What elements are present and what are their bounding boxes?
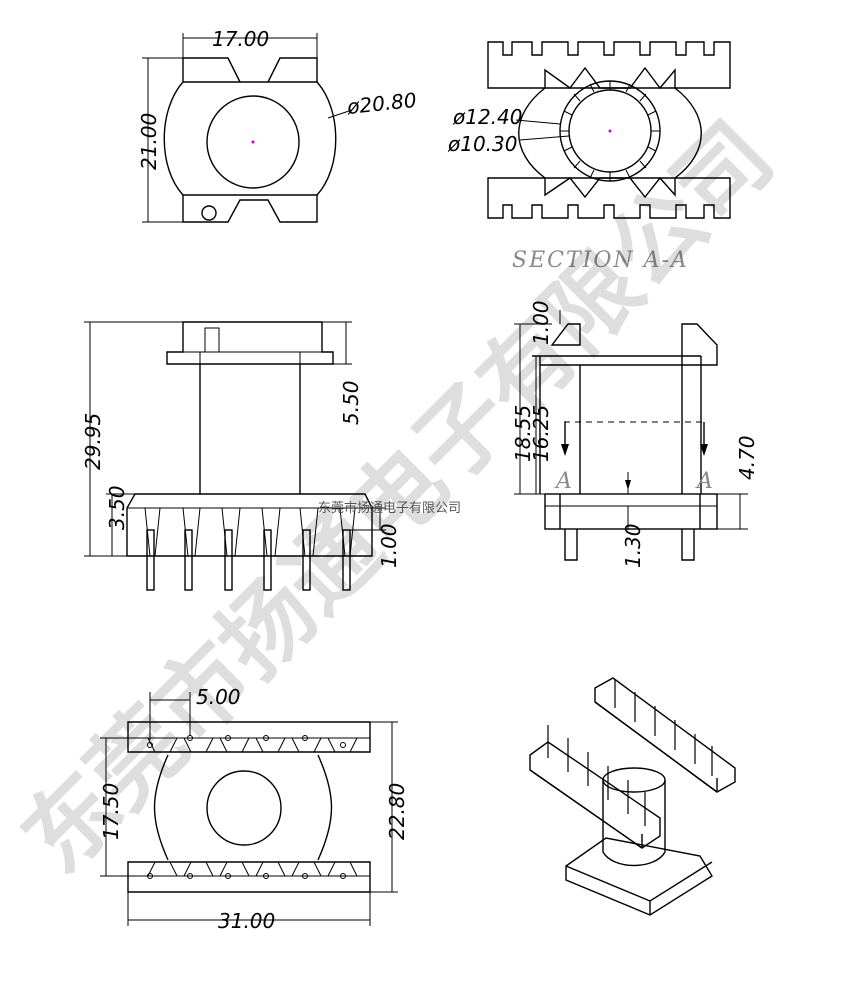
dim-front-total-height: 29.95 (81, 413, 105, 470)
watermark-small: 东莞市扬通电子有限公司 (318, 500, 461, 516)
dim-top-diameter: ø20.80 (345, 88, 418, 119)
dim-bottom-inner-height: 17.50 (99, 783, 123, 840)
bottom-view: 5.00 17.50 22.80 31.00 (99, 685, 409, 933)
dim-front-flange-height: 5.50 (339, 380, 363, 425)
dim-bottom-width: 31.00 (218, 909, 275, 933)
front-view: 29.95 5.50 3.50 1.00 (81, 321, 401, 591)
dim-section-outer-dia: ø12.40 (452, 105, 523, 129)
isometric-view (529, 677, 736, 916)
dim-side-pin-height: 4.70 (735, 435, 759, 480)
dim-top-height: 21.00 (137, 113, 161, 170)
top-view: 17.00 21.00 ø20.80 (137, 27, 418, 223)
section-marker-right: A (695, 469, 715, 494)
dim-bottom-outer-height: 22.80 (385, 783, 409, 840)
dim-front-base-offset: 1.00 (377, 523, 401, 568)
dim-side-height-2: 16.25 (529, 405, 553, 462)
section-marker-left: A (554, 469, 574, 494)
dim-side-height-1: 18.55 (511, 405, 535, 462)
dim-side-top-offset: 1.00 (529, 300, 553, 345)
dim-front-base-height: 3.50 (105, 485, 129, 530)
dim-bottom-pin-pitch: 5.00 (196, 685, 241, 709)
section-title: SECTION A-A (512, 248, 689, 273)
dim-top-width: 17.00 (212, 27, 269, 51)
side-view: A A 1.30 18.55 16.25 1.00 4.70 (511, 300, 759, 568)
dim-side-pin-offset: 1.30 (621, 523, 645, 568)
section-view: ø12.40 ø10.30 SECTION A-A (447, 41, 731, 273)
dim-section-inner-dia: ø10.30 (447, 132, 518, 156)
